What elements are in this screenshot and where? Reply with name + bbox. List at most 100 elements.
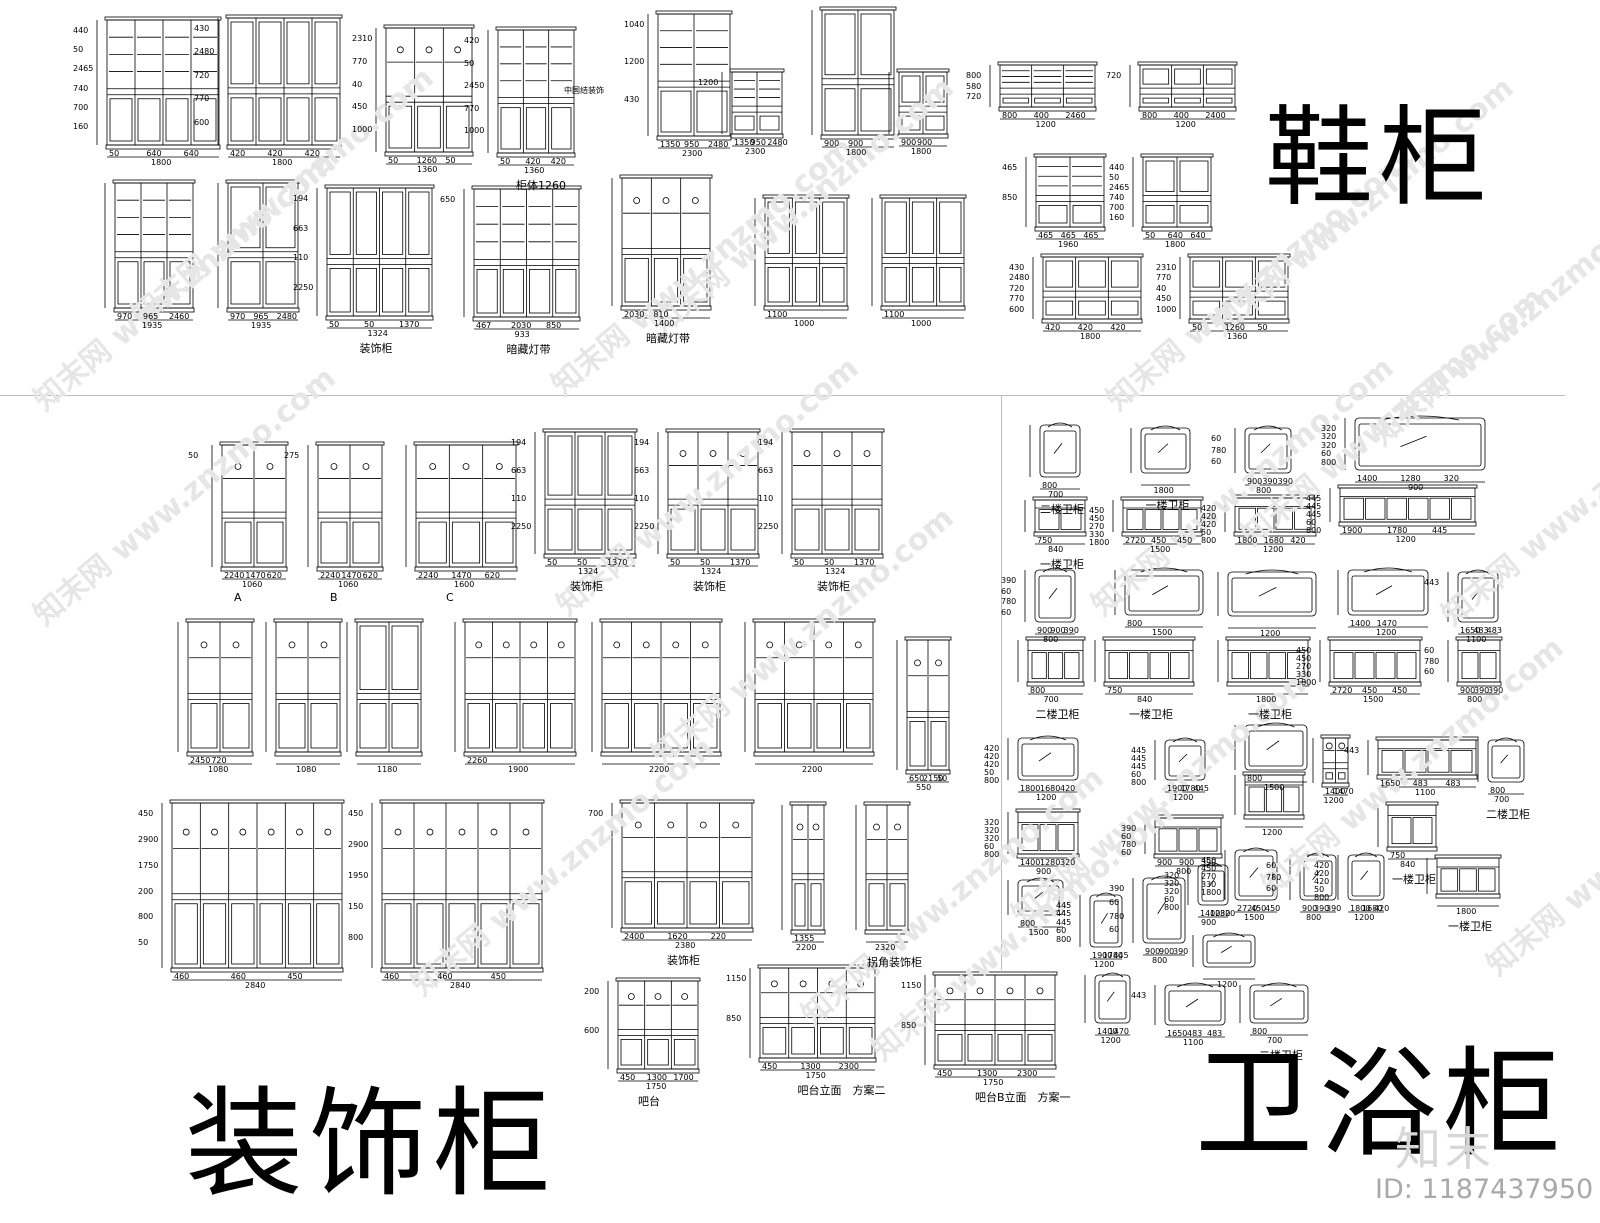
drawing-label: 2150 — [923, 774, 944, 783]
display-ornament — [429, 463, 437, 470]
drawing-label: 467 — [476, 321, 492, 330]
lower-door-panel — [810, 883, 822, 927]
drawing-label: 270 — [1296, 662, 1312, 671]
vanity-door — [1451, 497, 1472, 520]
glass-hatch — [1471, 589, 1481, 600]
cabinet-crown — [1455, 636, 1503, 641]
cabinet-crown — [185, 618, 255, 623]
mirror-frame — [1354, 417, 1486, 471]
drawing-label: 160 — [1109, 213, 1125, 222]
drawing-label: 800 — [1042, 481, 1058, 490]
drawing-label: 1800 — [1165, 240, 1186, 249]
drawing-label: 2900 — [348, 840, 369, 849]
cabinet-elevation — [1447, 636, 1503, 695]
cabinet-elevation — [217, 179, 301, 321]
cabinet-plinth — [753, 751, 875, 757]
drawing-label: 2300 — [838, 1062, 860, 1071]
drawing-label: 1200 — [1036, 793, 1057, 802]
cabinet-plinth — [1016, 853, 1080, 859]
cabinet-elevation — [1112, 496, 1204, 545]
cabinet-elevation — [744, 618, 876, 765]
cabinet-crown — [863, 801, 911, 806]
drawing-label: 2320 — [875, 943, 896, 952]
display-ornament — [833, 450, 841, 457]
lower-door-panel — [653, 257, 679, 303]
drawing-label: 390 — [1001, 576, 1017, 585]
vanity-door — [1461, 652, 1479, 680]
lower-door-panel — [1038, 205, 1068, 224]
drawing-label: 620 — [362, 571, 378, 580]
drawing-label: 390 — [1201, 858, 1217, 867]
drawing-label: 390 — [1326, 904, 1342, 913]
mirror-frame — [1089, 894, 1123, 948]
lower-door-panel — [660, 90, 692, 133]
lower-door-panel — [480, 903, 508, 965]
drawing-label: 1960 — [1058, 240, 1079, 249]
cabinet-elevation — [1426, 854, 1502, 907]
drawing-label: 430 — [624, 94, 640, 104]
drawing-label: 460 — [174, 972, 190, 981]
drawing-label: 840 — [1137, 695, 1153, 704]
drawing-label: 110 — [634, 494, 650, 503]
cabinet-elevation — [1187, 862, 1229, 918]
drawing-label: 1060 — [338, 580, 359, 589]
drawing-label: 1350 — [734, 138, 755, 147]
drawing-label: 430 — [194, 24, 210, 33]
drawing-label: 450 — [620, 1073, 636, 1082]
drawing-label: 二楼卫柜 — [1040, 503, 1084, 516]
glass-hatch — [1266, 740, 1280, 751]
drawing-label: 50 — [577, 558, 588, 567]
mirror-glass — [1021, 743, 1075, 777]
display-ornament — [211, 828, 218, 836]
drawing-label: 850 — [546, 321, 562, 330]
drawing-label: 1200 — [1100, 1036, 1121, 1045]
lower-door-panel — [1338, 772, 1346, 780]
cabinet-elevation — [754, 194, 850, 319]
drawing-label: 330 — [1089, 530, 1105, 539]
mirror-glass — [1098, 980, 1127, 1020]
drawing-label: 483 — [1486, 626, 1502, 635]
glass-hatch — [1157, 443, 1169, 454]
drawing-label: 1750 — [983, 1078, 1004, 1087]
drawing-label: 465 — [1002, 163, 1018, 172]
cabinet-elevation — [1329, 484, 1478, 535]
lower-door-panel — [287, 903, 312, 965]
lower-door-panel — [824, 88, 856, 132]
drawing-label: 663 — [758, 466, 774, 475]
drawing-label: 1324 — [701, 567, 722, 576]
cabinet-outline — [1387, 804, 1437, 848]
drawing-label: 1200 — [1173, 793, 1194, 802]
drawing-label: 320 — [1443, 474, 1459, 483]
glass-hatch — [1106, 991, 1115, 1002]
drawing-label: 一楼卫柜 — [1040, 558, 1084, 571]
drawing-label: 483 — [1207, 1029, 1223, 1038]
cabinet-crown — [1015, 808, 1081, 813]
mirror-frame — [1457, 571, 1499, 623]
drawing-label: 1700 — [673, 1073, 694, 1082]
lower-door-panel — [607, 508, 633, 551]
drawing-label: 720 — [966, 92, 982, 102]
glass-hatch — [1053, 442, 1063, 454]
drawing-label: 450 — [1251, 904, 1267, 913]
drawing-label: 50 — [1109, 173, 1120, 182]
drawing-label: 420 — [1110, 323, 1126, 332]
display-ornament — [701, 641, 709, 649]
cabinet-plinth — [1435, 893, 1501, 899]
display-ornament — [634, 821, 642, 829]
vanity-door — [1129, 652, 1149, 680]
cabinet-elevation — [1477, 737, 1525, 795]
drawing-label: 965 — [143, 312, 159, 321]
drawing-label: 1100 — [1183, 1038, 1204, 1047]
lower-door-panel — [359, 703, 387, 749]
lower-door-panel — [522, 703, 545, 749]
drawing-label: 445 — [1056, 909, 1072, 919]
upper-door-panel — [939, 201, 962, 254]
vanity-door — [1294, 507, 1312, 530]
drawing-label: 550 — [916, 783, 932, 792]
cabinet-crown — [1140, 153, 1214, 158]
mirror-crest — [1026, 877, 1055, 883]
lower-door-panel — [791, 1027, 815, 1055]
drawing-label: 60 — [1121, 848, 1132, 857]
upper-door-panel — [1205, 68, 1233, 85]
drawing-label: 700 — [1048, 490, 1064, 499]
